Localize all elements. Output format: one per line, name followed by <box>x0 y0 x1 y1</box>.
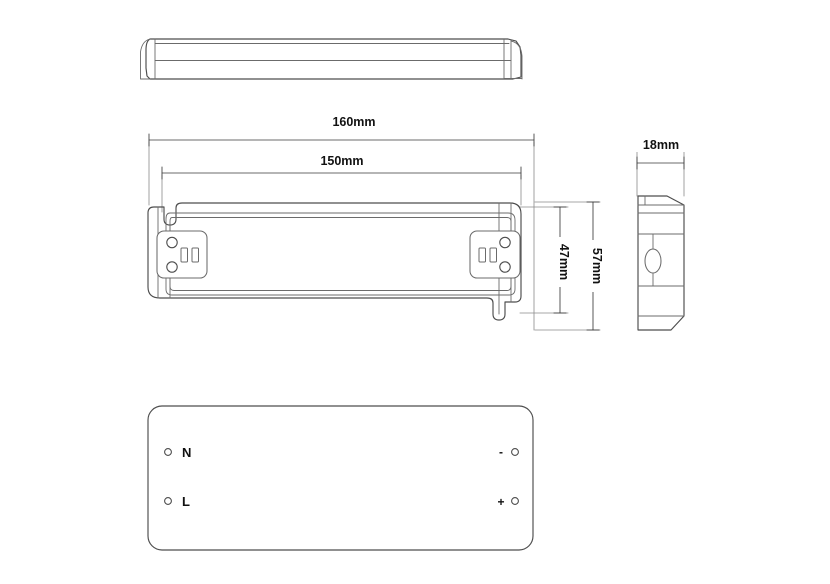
dimension-label-inner-width: 47mm <box>557 244 571 280</box>
terminal-label-live: L <box>182 494 190 509</box>
terminal-block-left <box>156 230 208 279</box>
side-view-oval-slot <box>644 248 662 274</box>
terminal-label-negative: - <box>499 445 503 459</box>
side-view: 18mm <box>636 135 686 331</box>
terminal-hole-live <box>164 497 172 505</box>
dimension-label-mounting-length: 150mm <box>320 154 363 168</box>
bottom-view: N L - + <box>147 405 534 551</box>
bottom-view-outline <box>147 405 534 551</box>
terminal-block-right <box>469 230 521 279</box>
dimension-label-height: 18mm <box>643 138 679 152</box>
dimension-label-overall-width: 57mm <box>590 248 604 284</box>
terminal-hole-positive <box>511 497 519 505</box>
terminal-hole-negative <box>511 448 519 456</box>
top-elevation-view <box>140 38 523 80</box>
terminal-hole-neutral <box>164 448 172 456</box>
plan-view-body <box>147 202 522 321</box>
plan-dimensions: 160mm 150mm 47mm 57mm <box>148 112 604 331</box>
dimension-label-overall-length: 160mm <box>332 115 375 129</box>
terminal-label-neutral: N <box>182 445 191 460</box>
terminal-label-positive: + <box>497 495 504 509</box>
